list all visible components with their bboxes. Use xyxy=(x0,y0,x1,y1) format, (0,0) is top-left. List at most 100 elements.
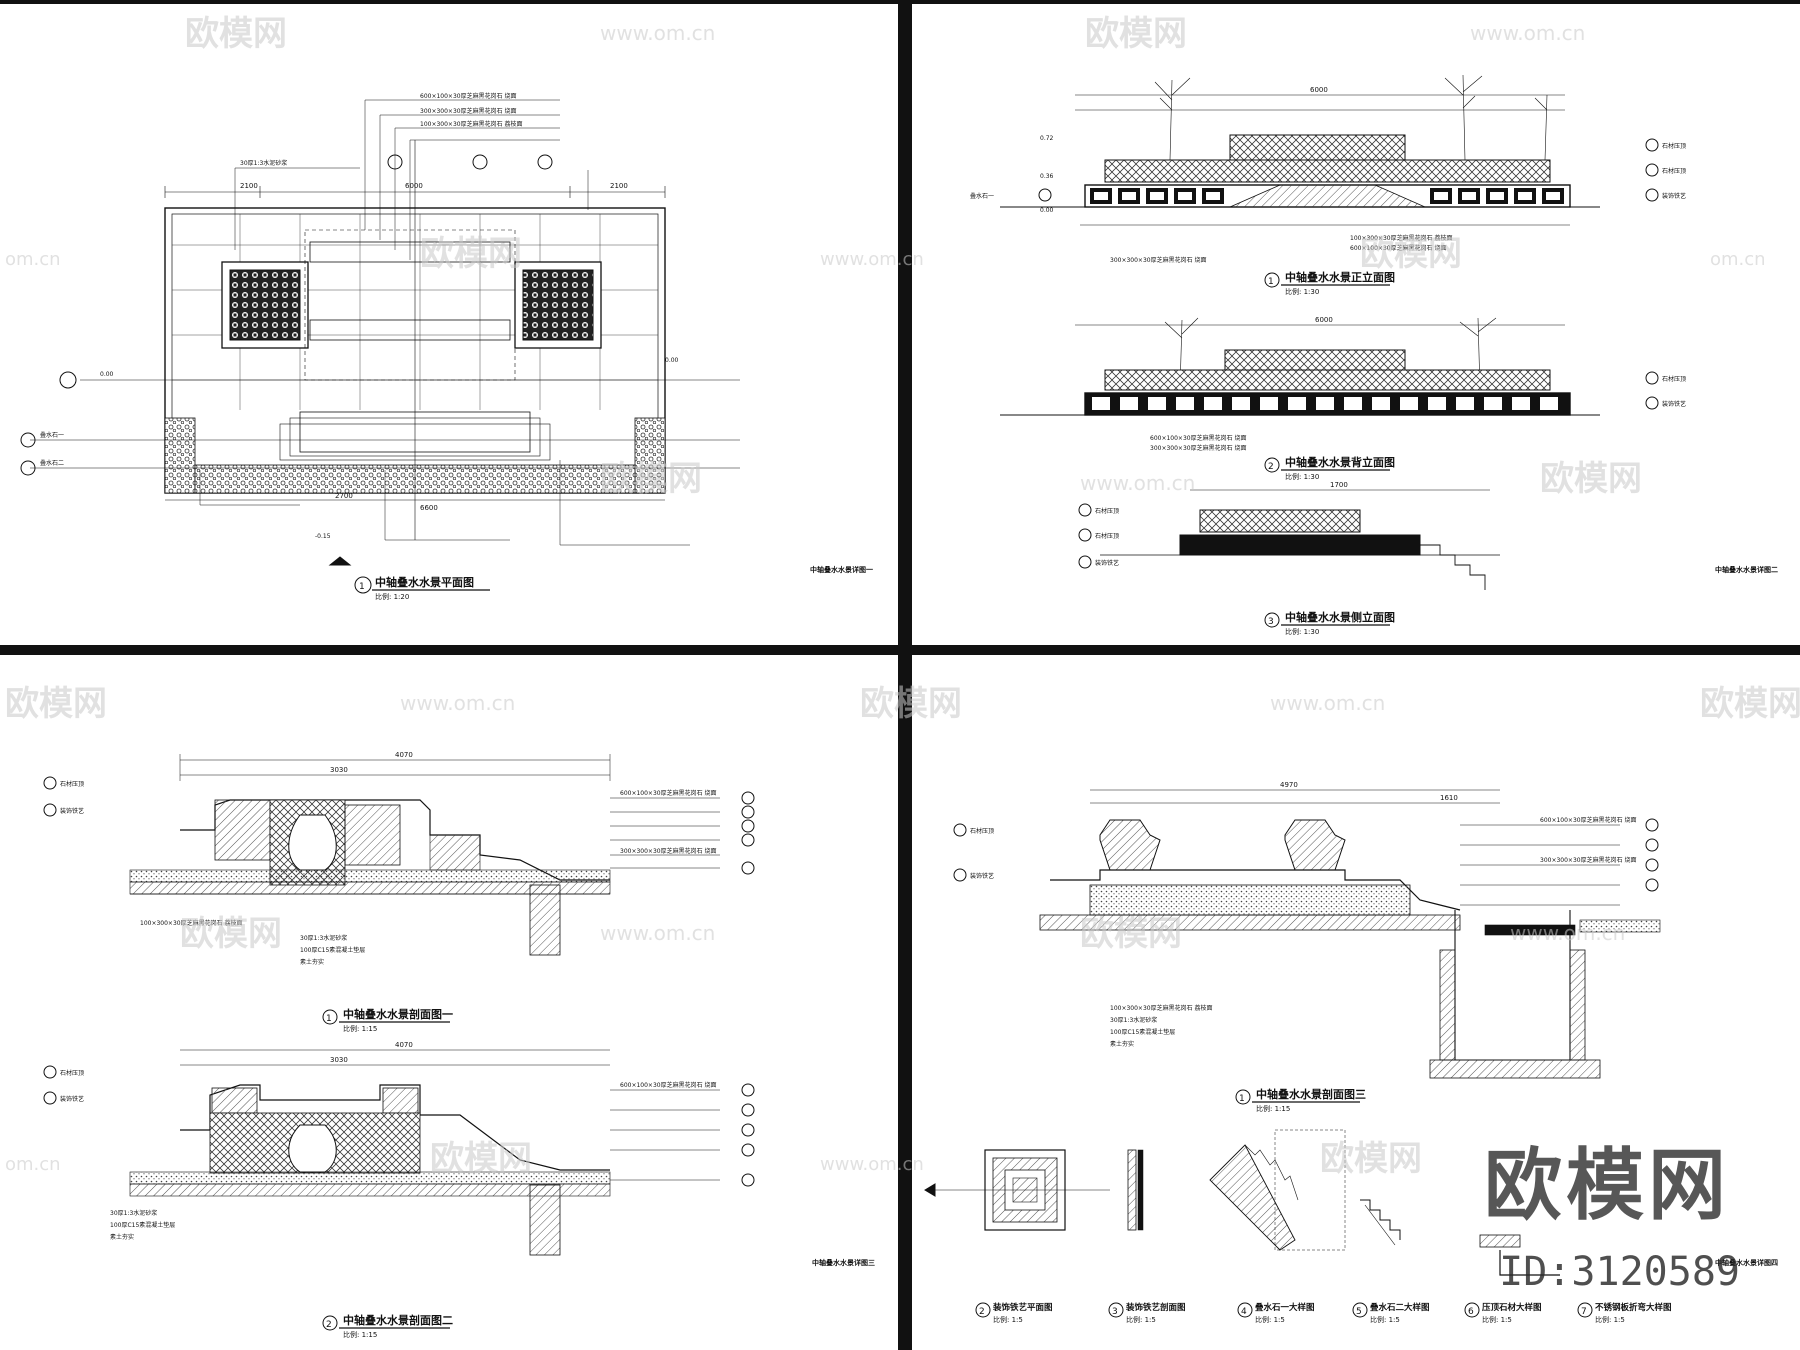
plan-title: 中轴叠水水景平面图 xyxy=(375,575,474,589)
elev-note-1: 100×300×30厚芝麻黑花岗石 荔枝面 xyxy=(1350,234,1453,242)
sec2-num: 2 xyxy=(326,1320,332,1330)
plan-scale: 比例: 1:20 xyxy=(375,592,409,601)
elev2-callout-2: 装饰铁艺 xyxy=(1662,400,1686,408)
wm-brand-8: 欧模网 xyxy=(860,684,962,724)
rear-elevation-panel xyxy=(1288,397,1306,410)
wm-short-3: om.cn xyxy=(5,1154,61,1175)
rear-elevation-panel xyxy=(1176,397,1194,410)
plan-dim-right: 2100 xyxy=(610,182,628,190)
elev3-dim-top: 1700 xyxy=(1330,481,1348,489)
elev-callout-left: 叠水石一 xyxy=(970,192,994,200)
sec1-num: 1 xyxy=(326,1014,332,1024)
rear-elevation-panel xyxy=(1204,397,1222,410)
det2-title: 装饰铁艺平面图 xyxy=(992,1302,1053,1313)
sec3-scale: 比例: 1:15 xyxy=(1256,1104,1290,1113)
wm-url-1: www.om.cn xyxy=(600,21,715,45)
sheet-3-sections xyxy=(0,655,900,1350)
elev1-title: 中轴叠水水景正立面图 xyxy=(1285,270,1395,284)
det7-title: 不锈钢板折弯大样图 xyxy=(1595,1302,1672,1313)
sheet-1-label: 中轴叠水水景详图一 xyxy=(810,565,873,574)
det4-title: 叠水石一大样图 xyxy=(1255,1302,1315,1313)
sec3-title: 中轴叠水水景剖面图三 xyxy=(1256,1087,1366,1101)
divider-vertical xyxy=(898,0,912,1350)
elev3-scale: 比例: 1:30 xyxy=(1285,627,1319,636)
elev-level-3: 0.00 xyxy=(1040,207,1054,214)
section-drawings-1-2 xyxy=(43,754,755,1331)
det5-scale: 比例: 1:5 xyxy=(1370,1315,1400,1324)
sec2-note-3: 100厚C15素混凝土垫层 xyxy=(110,1221,175,1229)
sec3-note-4: 30厚1:3水泥砂浆 xyxy=(1110,1016,1157,1024)
wm-brand-9: 欧模网 xyxy=(1700,684,1800,724)
rear-elevation-panel xyxy=(1428,397,1446,410)
sec2-note-2: 30厚1:3水泥砂浆 xyxy=(110,1209,157,1217)
plan-dim-mid: 6000 xyxy=(405,182,423,190)
rear-elevation-panel xyxy=(1316,397,1334,410)
plan-title-num: 1 xyxy=(359,582,365,592)
plan-texts: 2100 6000 2100 2700 6600 600×100×30厚芝麻黑花… xyxy=(40,92,873,601)
sec3-note-2: 300×300×30厚芝麻黑花岗石 烧面 xyxy=(1540,856,1637,864)
sec3-note-6: 素土夯实 xyxy=(1110,1040,1134,1048)
sec1-callout-2: 装饰铁艺 xyxy=(60,807,84,815)
plan-dim-bottom-2: 6600 xyxy=(420,504,438,512)
det4-num: 4 xyxy=(1241,1307,1247,1317)
plan-note-2: 300×300×30厚芝麻黑花岗石 烧面 xyxy=(420,107,517,115)
elevation-drawings xyxy=(1000,74,1659,628)
elev3-callout-1: 石材压顶 xyxy=(1095,507,1119,515)
sec2-dim-total: 4070 xyxy=(395,1041,413,1049)
rear-elevation-panel xyxy=(1092,397,1110,410)
wm-url-4: www.om.cn xyxy=(1080,471,1195,495)
sec3-num: 1 xyxy=(1239,1094,1245,1104)
elev1-scale: 比例: 1:30 xyxy=(1285,287,1319,296)
watermark-layer: 欧模网 www.om.cn 欧模网 www.om.cn om.cn www.om… xyxy=(5,14,1800,1179)
rear-elevation-panel xyxy=(1372,397,1390,410)
wm-brand-3: 欧模网 xyxy=(420,234,522,274)
plan-dim-bottom-1: 2700 xyxy=(335,492,353,500)
elev2-scale: 比例: 1:30 xyxy=(1285,472,1319,481)
sec2-callout-1: 石材压顶 xyxy=(60,1069,84,1077)
sec3-note-3: 100×300×30厚芝麻黑花岗石 荔枝面 xyxy=(1110,1004,1213,1012)
wm-brand-6: 欧模网 xyxy=(1540,459,1642,499)
section-3-and-details xyxy=(924,789,1661,1318)
elev-note-2: 600×100×30厚芝麻黑花岗石 烧面 xyxy=(1350,244,1447,252)
wm-brand-7: 欧模网 xyxy=(5,684,107,724)
section-texts-1-2: 4070 3030 4070 3030 600×100×30厚芝麻黑花岗石 烧面… xyxy=(60,751,875,1339)
wm-url-5: www.om.cn xyxy=(400,691,515,715)
wm-brand-10: 欧模网 xyxy=(180,914,282,954)
divider-horizontal xyxy=(0,645,1800,655)
elev2-note-1: 600×100×30厚芝麻黑花岗石 烧面 xyxy=(1150,434,1247,442)
sec2-dim-sub: 3030 xyxy=(330,1056,348,1064)
sec2-note-4: 素土夯实 xyxy=(110,1233,134,1241)
sec2-title: 中轴叠水水景剖面图二 xyxy=(343,1313,453,1327)
elev2-note-2: 300×300×30厚芝麻黑花岗石 烧面 xyxy=(1150,444,1247,452)
plan-note-1: 600×100×30厚芝麻黑花岗石 烧面 xyxy=(420,92,517,100)
det5-num: 5 xyxy=(1356,1307,1362,1317)
elev3-num: 3 xyxy=(1268,617,1274,627)
wm-url-7: www.om.cn xyxy=(600,921,715,945)
sec3-note-5: 100厚C15素混凝土垫层 xyxy=(1110,1028,1175,1036)
wm-brand-13: 欧模网 xyxy=(1320,1139,1422,1179)
plan-dim-left: 2100 xyxy=(240,182,258,190)
plan-callout-1: 叠水石一 xyxy=(40,431,64,439)
rear-elevation-panel xyxy=(1120,397,1138,410)
det3-scale: 比例: 1:5 xyxy=(1126,1315,1156,1324)
wm-brand-11: 欧模网 xyxy=(1080,914,1182,954)
wm-brand-5: 欧模网 xyxy=(600,459,702,499)
elev-callout-2: 石材压顶 xyxy=(1662,167,1686,175)
sec2-note-1: 600×100×30厚芝麻黑花岗石 烧面 xyxy=(620,1081,717,1089)
sec3-dim-sub: 1610 xyxy=(1440,794,1458,802)
det6-num: 6 xyxy=(1468,1307,1474,1317)
det5-title: 叠水石二大样图 xyxy=(1370,1302,1430,1313)
wm-short-1: om.cn xyxy=(5,249,61,270)
sec1-note-5: 100厚C15素混凝土垫层 xyxy=(300,946,365,954)
sec3-callout-2: 装饰铁艺 xyxy=(970,872,994,880)
rear-elevation-panel xyxy=(1148,397,1166,410)
sec1-title: 中轴叠水水景剖面图一 xyxy=(343,1007,453,1021)
rear-elevation-panel xyxy=(1540,397,1558,410)
wm-short-2: om.cn xyxy=(1710,249,1766,270)
elev3-callout-3: 装饰铁艺 xyxy=(1095,559,1119,567)
wm-brand-12: 欧模网 xyxy=(430,1139,532,1179)
brand-id-text: ID:3120589 xyxy=(1499,1249,1740,1295)
sec1-note-2: 300×300×30厚芝麻黑花岗石 烧面 xyxy=(620,847,717,855)
plan-level-bottom: -0.15 xyxy=(315,533,331,540)
